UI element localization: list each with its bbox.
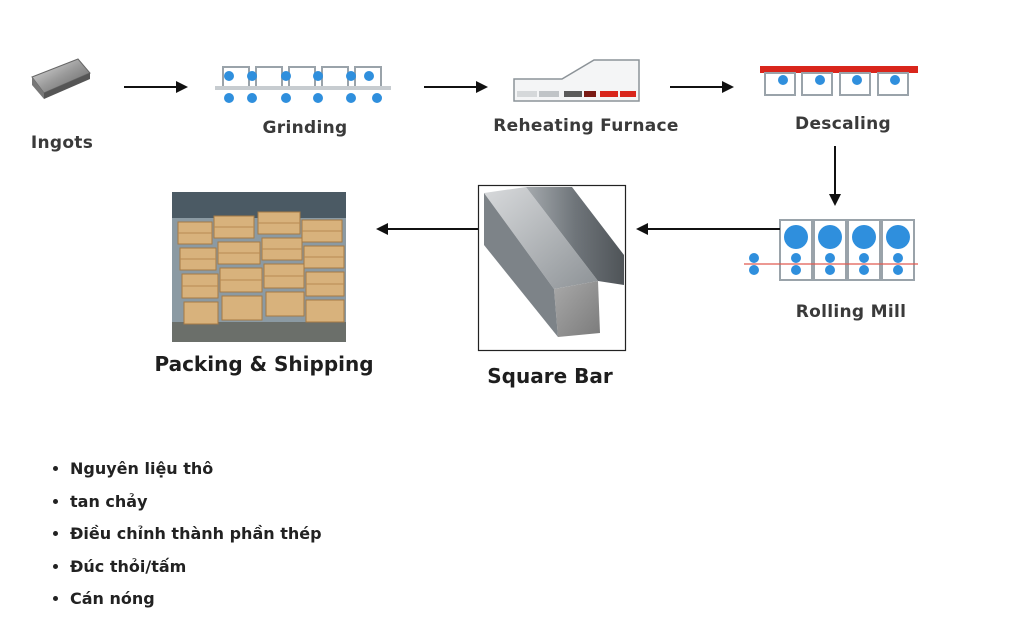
arrow-right-icon bbox=[424, 81, 488, 93]
ingot-icon bbox=[31, 58, 91, 99]
step-label-ingots: Ingots bbox=[30, 133, 94, 153]
list-item: Đúc thỏi/tấm bbox=[70, 554, 322, 587]
grinding-icon bbox=[215, 66, 391, 103]
process-bullet-list: Nguyên liệu thô tan chảy Điều chỉnh thàn… bbox=[52, 456, 322, 619]
step-label-descaling: Descaling bbox=[795, 114, 891, 134]
arrow-down-icon bbox=[829, 146, 841, 206]
descaling-icon bbox=[760, 66, 918, 96]
step-label-reheating: Reheating Furnace bbox=[493, 116, 679, 136]
step-label-rolling: Rolling Mill bbox=[795, 302, 907, 322]
square-bar-image bbox=[477, 184, 627, 352]
step-label-packing: Packing & Shipping bbox=[154, 352, 374, 376]
list-item: Điều chỉnh thành phần thép bbox=[70, 521, 322, 554]
arrow-left-icon bbox=[376, 223, 478, 235]
arrow-left-icon bbox=[636, 223, 780, 235]
rolling-mill-icon bbox=[744, 219, 918, 281]
list-item: tan chảy bbox=[70, 489, 322, 522]
packing-photo bbox=[172, 192, 346, 342]
step-label-grinding: Grinding bbox=[262, 118, 348, 138]
list-item: Nguyên liệu thô bbox=[70, 456, 322, 489]
list-item: Cán nóng bbox=[70, 586, 322, 619]
arrow-right-icon bbox=[670, 81, 734, 93]
step-label-square-bar: Square Bar bbox=[487, 364, 613, 388]
arrow-right-icon bbox=[124, 81, 188, 93]
furnace-icon bbox=[513, 59, 640, 102]
